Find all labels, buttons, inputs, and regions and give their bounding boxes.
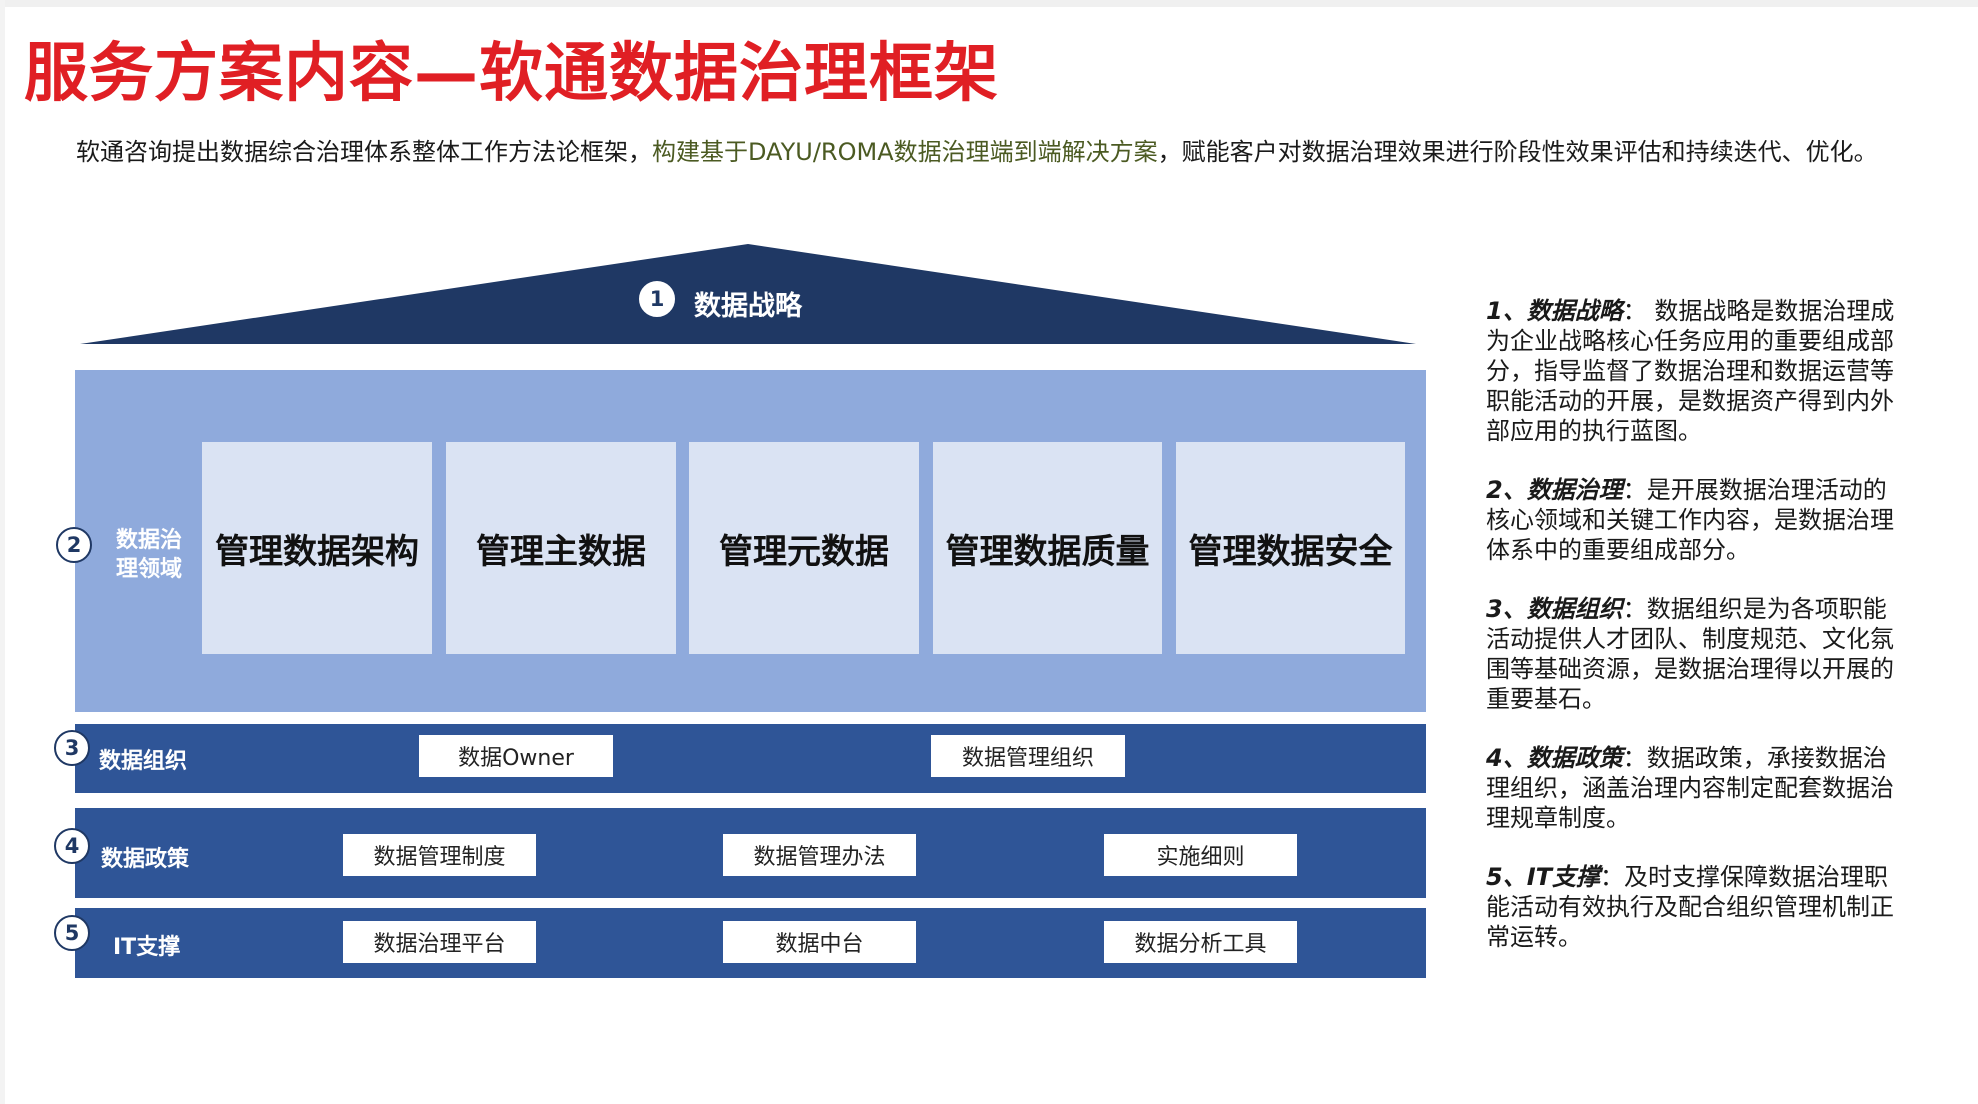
note-policy: 4、数据政策：数据政策，承接数据治理组织，涵盖治理内容制定配套数据治理规章制度。 [1486,743,1896,833]
note-governance-lead: 2、数据治理 [1486,476,1623,504]
domain-box-architecture: 管理数据架构 [202,442,432,654]
page-title: 服务方案内容—软通数据治理框架 [24,37,999,111]
it-item-analysis-tools: 数据分析工具 [1104,921,1297,963]
it-label: IT支撑 [113,935,181,960]
organization-number-badge: 3 [54,730,90,766]
intro-text-1: 软通咨询提出数据综合治理体系整体工作方法论框架， [76,138,652,166]
note-strategy: 1、数据战略： 数据战略是数据治理成为企业战略核心任务应用的重要组成部分，指导监… [1486,296,1896,446]
note-organization-lead: 3、数据组织 [1486,595,1623,623]
intro-text-2: ，赋能客户对数据治理效果进行阶段性效果评估和持续迭代、优化。 [1157,138,1878,166]
policy-item-system: 数据管理制度 [343,834,536,876]
organization-item-management-org: 数据管理组织 [931,735,1125,777]
organization-item-owner: 数据Owner [419,735,613,777]
note-it-lead: 5、IT支撑 [1486,863,1600,891]
strategy-label: 数据战略 [694,291,802,322]
domain-label: 数据治理领域 [115,528,182,582]
strategy-number-badge: 1 [639,281,675,317]
note-organization-text: ：数据组织是为各项职能活动提供人才团队、制度规范、文化氛围等基础资源，是数据治理… [1486,595,1894,713]
intro-highlight: 构建基于DAYU/ROMA数据治理端到端解决方案 [652,138,1158,166]
note-it-text: ：及时支撑保障数据治理职能活动有效执行及配合组织管理机制正常运转。 [1486,863,1894,951]
left-border [0,0,5,1104]
note-strategy-text: ： 数据战略是数据治理成为企业战略核心任务应用的重要组成部分，指导监督了数据治理… [1486,297,1895,445]
note-governance-text: ：是开展数据治理活动的核心领域和关键工作内容，是数据治理体系中的重要组成部分。 [1486,476,1894,564]
it-item-platform: 数据治理平台 [343,921,536,963]
domain-box-quality: 管理数据质量 [933,442,1162,654]
note-organization: 3、数据组织：数据组织是为各项职能活动提供人才团队、制度规范、文化氛围等基础资源… [1486,594,1896,714]
policy-label: 数据政策 [101,847,190,872]
intro-paragraph: 软通咨询提出数据综合治理体系整体工作方法论框架，构建基于DAYU/ROMA数据治… [76,138,1896,167]
note-policy-text: ：数据政策，承接数据治理组织，涵盖治理内容制定配套数据治理规章制度。 [1486,744,1894,832]
it-number-badge: 5 [54,915,90,951]
top-border [0,0,1978,7]
organization-label: 数据组织 [99,749,188,774]
policy-item-rules: 实施细则 [1104,834,1297,876]
domain-box-metadata: 管理元数据 [689,442,919,654]
it-item-data-middle-platform: 数据中台 [723,921,916,963]
note-policy-lead: 4、数据政策 [1486,744,1623,772]
domain-number-badge: 2 [56,527,92,563]
domain-box-security: 管理数据安全 [1176,442,1405,654]
note-it-support: 5、IT支撑：及时支撑保障数据治理职能活动有效执行及配合组织管理机制正常运转。 [1486,862,1896,952]
strategy-roof [80,242,1416,346]
policy-number-badge: 4 [54,828,90,864]
note-strategy-lead: 1、数据战略 [1486,297,1623,325]
framework-notes: 1、数据战略： 数据战略是数据治理成为企业战略核心任务应用的重要组成部分，指导监… [1486,296,1896,981]
policy-item-measures: 数据管理办法 [723,834,916,876]
domain-box-master-data: 管理主数据 [446,442,676,654]
note-governance: 2、数据治理：是开展数据治理活动的核心领域和关键工作内容，是数据治理体系中的重要… [1486,475,1896,565]
organization-bar [75,724,1426,793]
